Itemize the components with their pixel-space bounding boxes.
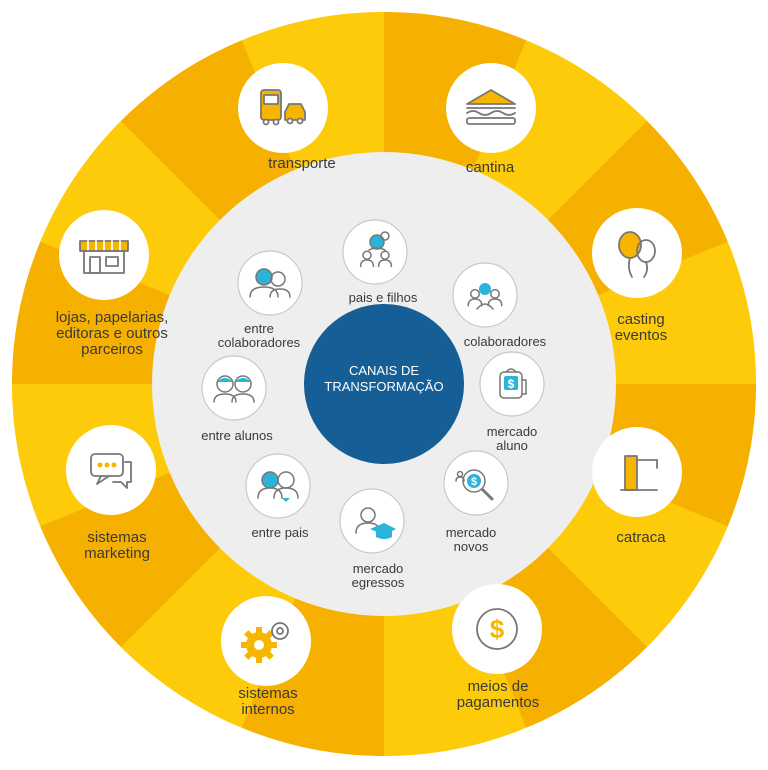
label-line: entre alunos — [201, 428, 273, 443]
label-line: cantina — [465, 159, 515, 176]
label-line: aluno — [496, 437, 528, 453]
label-line: colaboradores — [463, 334, 547, 349]
storefront-icon — [79, 240, 129, 274]
badge-circle — [452, 584, 542, 674]
label-line: catraca — [616, 529, 666, 546]
label-cantina: cantina — [415, 160, 565, 176]
label-line: parceiros — [81, 340, 143, 358]
label-entre-pais: entre pais — [220, 526, 340, 540]
inner-badge-mercado-aluno: $ — [479, 351, 545, 417]
label-line: internos — [241, 700, 295, 718]
label-casting-eventos: casting eventos — [566, 312, 716, 344]
label-line: marketing — [84, 544, 150, 562]
svg-text:$: $ — [508, 377, 515, 391]
inner-badge-mercado-novos: $ — [443, 450, 509, 516]
outer-badge-lojas — [59, 210, 149, 300]
label-line: casting — [617, 311, 665, 328]
inner-badge-entre-colaboradores — [237, 250, 303, 316]
outer-icons: $ — [59, 63, 682, 686]
label-line: sistemas — [238, 685, 298, 702]
label-mercado-egressos: mercado egressos — [318, 562, 438, 589]
label-line: novos — [453, 538, 489, 554]
outer-badge-catraca — [592, 427, 682, 517]
students-icon — [213, 375, 255, 403]
center-title: CANAIS DE TRANSFORMAÇÃO — [304, 363, 464, 396]
label-catraca: catraca — [566, 530, 716, 546]
label-entre-colaboradores: entre colaboradores — [199, 322, 319, 349]
sandwich-icon — [466, 89, 516, 125]
badge-circle — [245, 453, 311, 519]
label-meios-pagamentos: meios de pagamentos — [423, 679, 573, 711]
label-line: entre pais — [251, 525, 309, 540]
label-line: pagamentos — [456, 693, 540, 711]
label-line: mercado — [486, 424, 538, 439]
dollar-coin-icon: $ — [476, 608, 518, 650]
label-line: sistemas — [87, 529, 147, 546]
center-title-line2: TRANSFORMAÇÃO — [324, 379, 444, 395]
label-lojas: lojas, papelarias, editoras e outros par… — [37, 310, 187, 357]
label-pais-filhos: pais e filhos — [323, 291, 443, 305]
chat-bubble-icon — [90, 453, 132, 489]
bus-car-icon — [260, 89, 306, 126]
inner-badge-entre-pais — [245, 453, 311, 519]
label-line: egressos — [351, 574, 405, 590]
gears-icon — [241, 622, 289, 663]
badge-circle — [342, 219, 408, 285]
badge-circle — [201, 355, 267, 421]
label-line: eventos — [614, 326, 668, 344]
outer-badge-cantina — [446, 63, 536, 153]
outer-badge-sistemas-internos — [221, 596, 311, 686]
svg-text:$: $ — [471, 476, 477, 488]
outer-badge-sistemas-marketing — [66, 425, 156, 515]
badge-circle — [66, 425, 156, 515]
inner-badge-mercado-egressos — [339, 488, 405, 554]
center-circle — [304, 304, 464, 464]
outer-badge-casting — [592, 208, 682, 298]
label-colaboradores: colaboradores — [445, 335, 565, 349]
label-line: editoras e outros — [56, 324, 168, 342]
outer-badge-transporte — [238, 63, 328, 153]
people-group-icon — [467, 283, 503, 310]
parent-children-icon — [359, 231, 393, 268]
badge-circle — [59, 210, 149, 300]
graduate-icon — [355, 507, 396, 539]
label-sistemas-marketing: sistemas marketing — [42, 530, 192, 562]
label-line: colaboradores — [217, 334, 301, 350]
turnstile-icon — [620, 455, 658, 491]
label-line: entre — [244, 321, 274, 336]
label-line: transporte — [268, 155, 336, 172]
couple-icon — [257, 471, 299, 502]
svg-text:$: $ — [490, 614, 505, 644]
coworkers-icon — [249, 268, 291, 298]
badge-circle — [238, 63, 328, 153]
label-line: mercado — [445, 525, 497, 540]
inner-badge-colaboradores — [452, 262, 518, 328]
label-transporte: transporte — [227, 156, 377, 172]
label-mercado-novos: mercado novos — [411, 526, 531, 553]
label-mercado-aluno: mercado aluno — [452, 425, 572, 452]
label-line: pais e filhos — [348, 290, 418, 305]
label-line: lojas, papelarias, — [55, 309, 169, 326]
label-line: mercado — [352, 561, 404, 576]
inner-badge-entre-alunos — [201, 355, 267, 421]
center-title-line1: CANAIS DE — [348, 363, 420, 378]
label-sistemas-internos: sistemas internos — [193, 686, 343, 718]
outer-badge-meios: $ — [452, 584, 542, 674]
inner-icons: $$ — [201, 219, 545, 554]
label-line: meios de — [467, 678, 529, 695]
inner-badge-pais-filhos — [342, 219, 408, 285]
balloons-icon — [618, 231, 656, 278]
magnifier-money-icon: $ — [455, 469, 494, 501]
label-entre-alunos: entre alunos — [177, 429, 297, 443]
backpack-money-icon: $ — [499, 368, 527, 399]
